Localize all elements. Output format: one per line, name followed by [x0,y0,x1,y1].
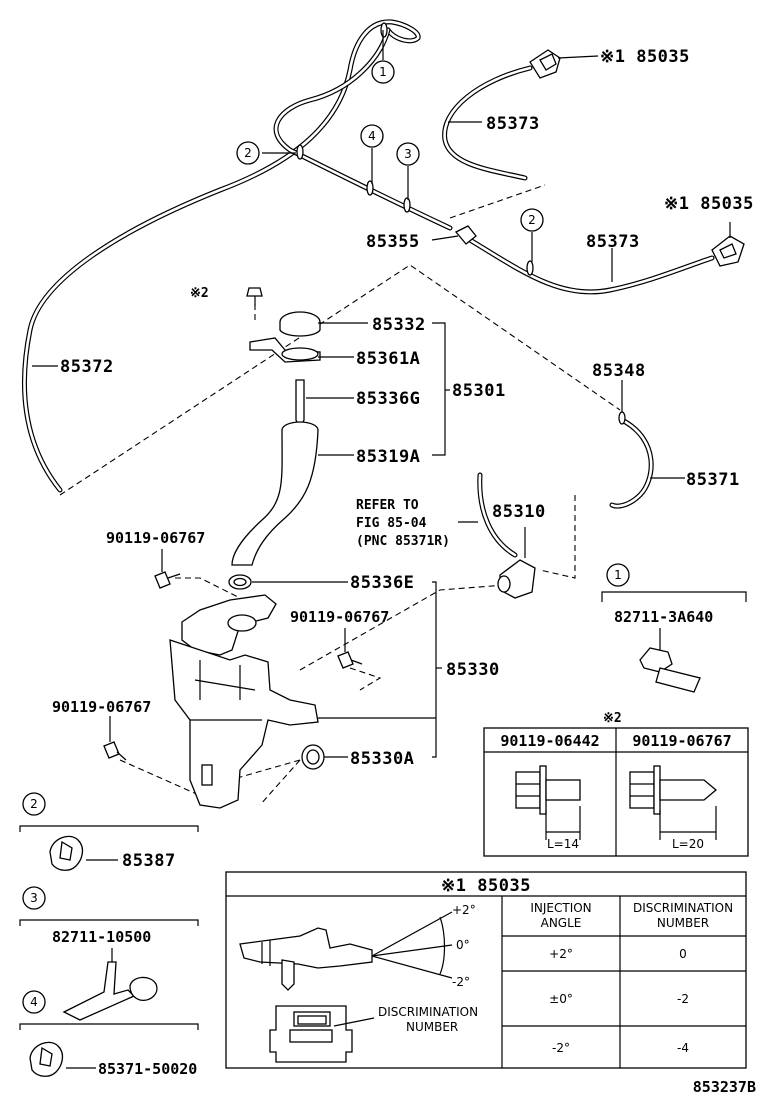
bolt-table-title: ※2 [603,711,622,726]
nozzle-row1-angle: +2° [549,947,573,961]
svg-text:2: 2 [528,213,536,227]
bolt-2 [337,651,363,669]
hose-85371 [609,417,654,509]
label-82711-3A640: 82711-3A640 [614,608,713,626]
callout-2a: 2 [236,141,260,165]
angle-zero: 0° [456,938,470,952]
detail-2: 2 85387 [19,792,199,871]
callout-1: 1 [371,60,395,84]
hose-85372 [21,19,453,493]
label-bolt-1: 90119-06767 [106,529,205,547]
svg-text:1: 1 [379,65,387,79]
neck-85319A [231,421,319,566]
svg-text:1: 1 [614,568,622,582]
angle-plus: +2° [452,903,476,917]
label-85336E: 85336E [350,573,414,593]
svg-text:4: 4 [30,995,38,1009]
tank-85330 [169,594,319,809]
label-85330A: 85330A [350,749,414,769]
label-85330: 85330 [446,660,500,680]
nozzle-row1-disc: 0 [679,947,687,961]
angle-minus: -2° [452,975,470,989]
label-refer-3: (PNC 85371R) [356,534,450,549]
callout-2b: 2 [520,208,544,232]
bracket-85361A [249,337,321,363]
svg-text:3: 3 [404,147,412,161]
label-85373-right: 85373 [586,232,640,252]
hose-85373-top [442,65,533,181]
nozzle-header-angle-1: INJECTION [530,901,591,915]
bolt-table-len1: L=14 [547,837,579,851]
bolt-3 [103,741,127,761]
gauge-85336G [295,379,305,430]
nozzle-85035-right [711,235,745,267]
grommet-85336E [228,574,252,590]
nozzle-row3-angle: -2° [552,1041,570,1055]
pump-85310 [497,559,536,599]
screw-note2 [246,287,263,306]
svg-text:2: 2 [244,146,252,160]
label-refer-2: FIG 85-04 [356,516,427,531]
nozzle-header-disc-1: DISCRIMINATION [633,901,733,915]
nozzle-row3-disc: -4 [677,1041,689,1055]
label-85332: 85332 [372,315,426,335]
diagram-id: 853237B [693,1078,756,1096]
bolt-1 [154,571,181,589]
disc-label-2: NUMBER [406,1020,458,1034]
grommet-85330A [301,744,325,770]
label-85373-top: 85373 [486,114,540,134]
disc-label-1: DISCRIMINATION [378,1005,478,1019]
label-85387: 85387 [122,851,176,871]
svg-text:2: 2 [30,797,38,811]
svg-text:3: 3 [30,891,38,905]
detail-4: 4 85371-50020 [19,990,199,1078]
label-bolt-3: 90119-06767 [52,698,151,716]
nozzle-row2-angle: ±0° [549,992,573,1006]
label-85319A: 85319A [356,447,420,467]
bolt-table-col1: 90119-06442 [500,732,599,750]
detail-3: 3 82711-10500 [19,886,199,1021]
nozzle-85035-top [529,49,561,79]
label-85035-right: ※1 85035 [664,194,754,214]
label-85301: 85301 [452,381,506,401]
label-85310: 85310 [492,502,546,522]
detail-1: 1 82711-3A640 [601,563,747,693]
callout-4a: 4 [360,124,384,148]
label-85361A: 85361A [356,349,420,369]
bolt-table-len2: L=20 [672,837,704,851]
label-85348: 85348 [592,361,646,381]
label-note2: ※2 [190,286,209,301]
nozzle-table-title: ※1 85035 [441,876,531,896]
nozzle-header-angle-2: ANGLE [541,916,582,930]
label-85371: 85371 [686,470,740,490]
joint-85355 [454,225,477,245]
nozzle-header-disc-2: NUMBER [657,916,709,930]
leader-lines [32,30,731,758]
callout-3a: 3 [396,142,420,166]
hose-85310 [477,472,518,558]
clamp-marks [296,22,626,425]
svg-text:4: 4 [368,129,376,143]
label-refer-1: REFER TO [356,498,419,513]
label-85371-50020: 85371-50020 [98,1060,197,1078]
label-82711-10500: 82711-10500 [52,928,151,946]
label-85372: 85372 [60,357,114,377]
label-85336G: 85336G [356,389,420,409]
bolt-table: ※2 90119-06442 90119-06767 L=14 L=20 [483,711,749,857]
label-bolt-2: 90119-06767 [290,608,389,626]
label-85035-top: ※1 85035 [600,47,690,67]
label-85355: 85355 [366,232,420,252]
cap-85332 [279,311,321,337]
nozzle-row2-disc: -2 [677,992,689,1006]
hose-85373-right [467,237,715,295]
bolt-table-col2: 90119-06767 [632,732,731,750]
nozzle-table: ※1 85035 INJECTION ANGLE DISCRIMINATION … [225,871,747,1069]
